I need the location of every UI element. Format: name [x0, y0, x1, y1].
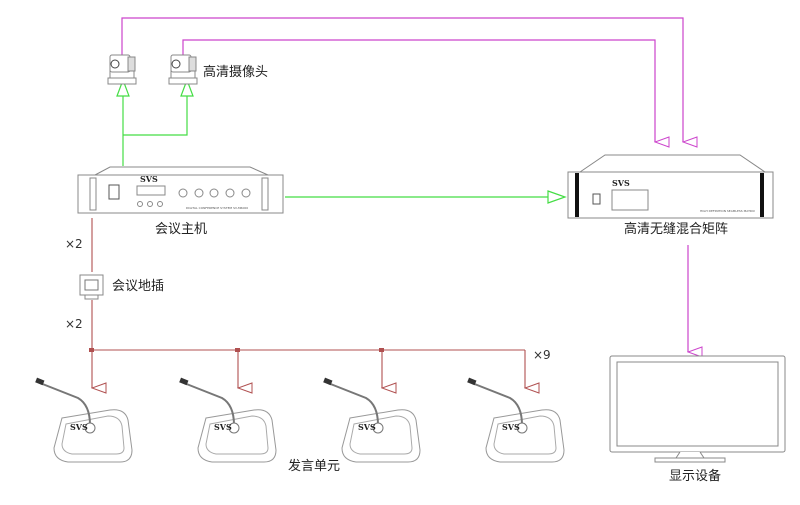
- speaker-unit-2: SVS: [179, 377, 277, 463]
- unit-brand: SVS: [358, 422, 376, 432]
- gooseneck-mic: [183, 382, 235, 426]
- gooseneck-mic: [327, 382, 379, 426]
- hd-seamless-matrix: SVS HIGH DEFINITION SEAMLESS MATRIX: [567, 154, 774, 219]
- gooseneck-mic: [39, 382, 91, 426]
- camera-1: [107, 54, 137, 85]
- unit-panel: [493, 415, 557, 455]
- speaker-unit-4: SVS: [467, 377, 565, 463]
- svg-text:DIGITAL CONFERENCE SYSTEM SV-M: DIGITAL CONFERENCE SYSTEM SV-M6000: [186, 206, 248, 210]
- camera-label: 高清摄像头: [203, 64, 268, 80]
- audio-links: [89, 218, 525, 388]
- conference-host: SVS DIGITAL CONFERENCE SYSTEM SV-M6000: [77, 166, 284, 214]
- mic-mount: [228, 422, 240, 434]
- mic-mount: [516, 422, 528, 434]
- video-links: [121, 17, 688, 352]
- multiplier-host-socket: ×2: [65, 237, 83, 251]
- unit-panel: [61, 415, 125, 455]
- arrow-head: [180, 78, 194, 97]
- display-label: 显示设备: [669, 468, 721, 484]
- mic-head: [467, 377, 477, 386]
- floor-socket: [79, 274, 104, 300]
- unit-panel: [205, 415, 269, 455]
- mic-mount: [84, 422, 96, 434]
- host-to-camera2-line: [123, 95, 188, 136]
- arrow-head: [547, 190, 567, 204]
- svg-text:HIGH DEFINITION SEAMLESS MATRI: HIGH DEFINITION SEAMLESS MATRIX: [700, 209, 755, 213]
- display-monitor: [609, 355, 786, 463]
- svg-text:SVS: SVS: [140, 174, 158, 184]
- multiplier-socket-units: ×2: [65, 317, 83, 331]
- multiplier-units: ×9: [533, 348, 551, 362]
- mic-head: [323, 377, 333, 386]
- unit-brand: SVS: [70, 422, 88, 432]
- unit-panel: [349, 415, 413, 455]
- speaker-unit-1: SVS: [35, 377, 133, 463]
- unit-brand: SVS: [214, 422, 232, 432]
- arrow-head: [116, 78, 130, 97]
- svg-text:SVS: SVS: [612, 178, 630, 188]
- camera1-to-matrix-line: [121, 17, 683, 142]
- matrix-label: 高清无缝混合矩阵: [624, 221, 728, 237]
- camera2-to-matrix-line: [182, 39, 655, 142]
- unit-brand: SVS: [502, 422, 520, 432]
- camera-2: [168, 54, 198, 85]
- speaker-units: SVS SVS SVS SVS: [35, 377, 565, 463]
- floor-socket-label: 会议地插: [112, 279, 164, 294]
- mic-head: [179, 377, 189, 386]
- control-links: [116, 78, 567, 204]
- mic-mount: [372, 422, 384, 434]
- speaker-unit-label: 发言单元: [288, 458, 340, 474]
- host-label: 会议主机: [155, 222, 207, 237]
- gooseneck-mic: [471, 382, 523, 426]
- speaker-unit-3: SVS: [323, 377, 421, 463]
- mic-head: [35, 377, 45, 386]
